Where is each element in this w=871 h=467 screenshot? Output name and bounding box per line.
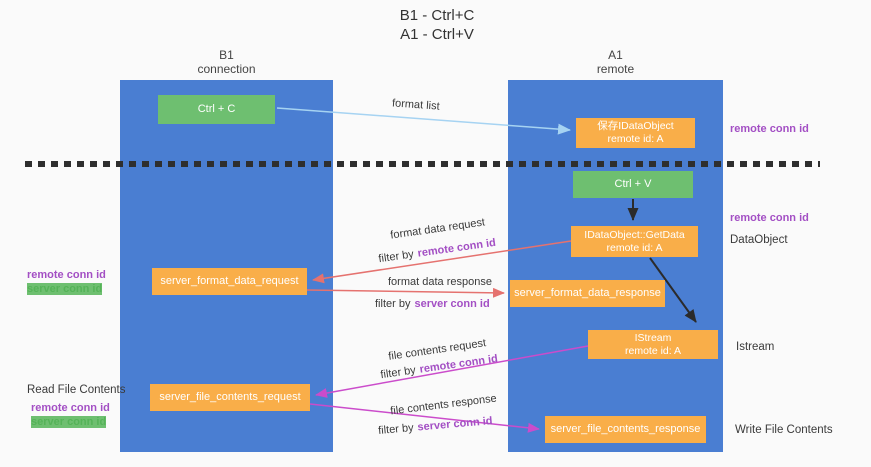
save-idataobject-line2: remote id: A <box>607 133 664 145</box>
remote-conn-id-annotation-mid: remote conn id <box>730 212 809 224</box>
left-column-title: B1 <box>219 48 234 62</box>
filter-by-prefix: filter by <box>379 364 417 382</box>
server-file-contents-response-label: server_file_contents_response <box>550 423 701 435</box>
right-column-header: A1 remote <box>508 48 723 76</box>
format-data-request-label: format data request <box>389 216 486 242</box>
istream-line1: IStream <box>634 331 672 344</box>
write-file-contents-annotation: Write File Contents <box>735 424 833 436</box>
server-format-data-request-label: server_format_data_request <box>160 275 299 287</box>
getdata-line2: remote id: A <box>606 241 663 254</box>
server-conn-id-ref: server conn id <box>417 415 493 434</box>
ctrl-v-node: Ctrl + V <box>573 171 693 198</box>
server-file-contents-request-node: server_file_contents_request <box>150 384 310 411</box>
save-idataobject-node: 保存IDataObject remote id: A <box>576 118 695 148</box>
server-format-data-response-label: server_format_data_response <box>514 287 661 299</box>
filter-by-prefix: filter by <box>375 298 411 310</box>
title-line-b1: B1 - Ctrl+C <box>399 7 475 24</box>
remote-conn-id-ref: remote conn id <box>416 236 497 260</box>
file-contents-response-label: file contents response <box>389 392 498 418</box>
phase-separator-dashed-line <box>25 161 820 167</box>
remote-conn-id-annotation-left-top: remote conn id <box>27 269 106 281</box>
server-file-contents-request-label: server_file_contents_request <box>159 391 301 403</box>
server-conn-id-annotation-left-bottom: server conn id <box>31 416 107 428</box>
ctrl-c-label: Ctrl + C <box>197 103 236 115</box>
format-list-label: format list <box>391 97 441 113</box>
idataobject-getdata-node: IDataObject::GetData remote id: A <box>571 226 698 257</box>
dataobject-annotation: DataObject <box>730 234 788 246</box>
save-idataobject-line1: 保存IDataObject <box>597 120 674 132</box>
format-data-response-label: format data response <box>388 276 492 288</box>
right-column-title: A1 <box>608 48 623 62</box>
istream-line2: remote id: A <box>624 344 682 357</box>
ctrl-c-node: Ctrl + C <box>158 95 275 124</box>
right-column-subtitle: remote <box>596 62 635 76</box>
remote-conn-id-annotation-top: remote conn id <box>730 123 809 135</box>
server-file-contents-response-node: server_file_contents_response <box>545 416 706 443</box>
getdata-line1: IDataObject::GetData <box>584 228 685 241</box>
read-file-contents-annotation: Read File Contents <box>27 384 126 396</box>
format-data-response-arrow <box>306 287 505 298</box>
server-conn-id-ref: server conn id <box>414 298 490 310</box>
left-column-subtitle: connection <box>197 62 256 76</box>
server-format-data-response-node: server_format_data_response <box>510 280 665 307</box>
server-conn-id-annotation-left-top: server conn id <box>27 283 103 295</box>
left-column-header: B1 connection <box>120 48 333 76</box>
ctrl-v-label: Ctrl + V <box>614 178 652 190</box>
server-format-data-request-node: server_format_data_request <box>152 268 307 295</box>
remote-conn-id-annotation-left-bottom: remote conn id <box>31 402 110 414</box>
filter-by-prefix: filter by <box>377 248 415 266</box>
diagram-title: B1 - Ctrl+C A1 - Ctrl+V <box>357 6 517 44</box>
title-line-a1: A1 - Ctrl+V <box>400 26 474 43</box>
istream-annotation: Istream <box>736 341 775 353</box>
filter-by-prefix: filter by <box>377 421 415 437</box>
istream-node: IStream remote id: A <box>588 330 718 359</box>
